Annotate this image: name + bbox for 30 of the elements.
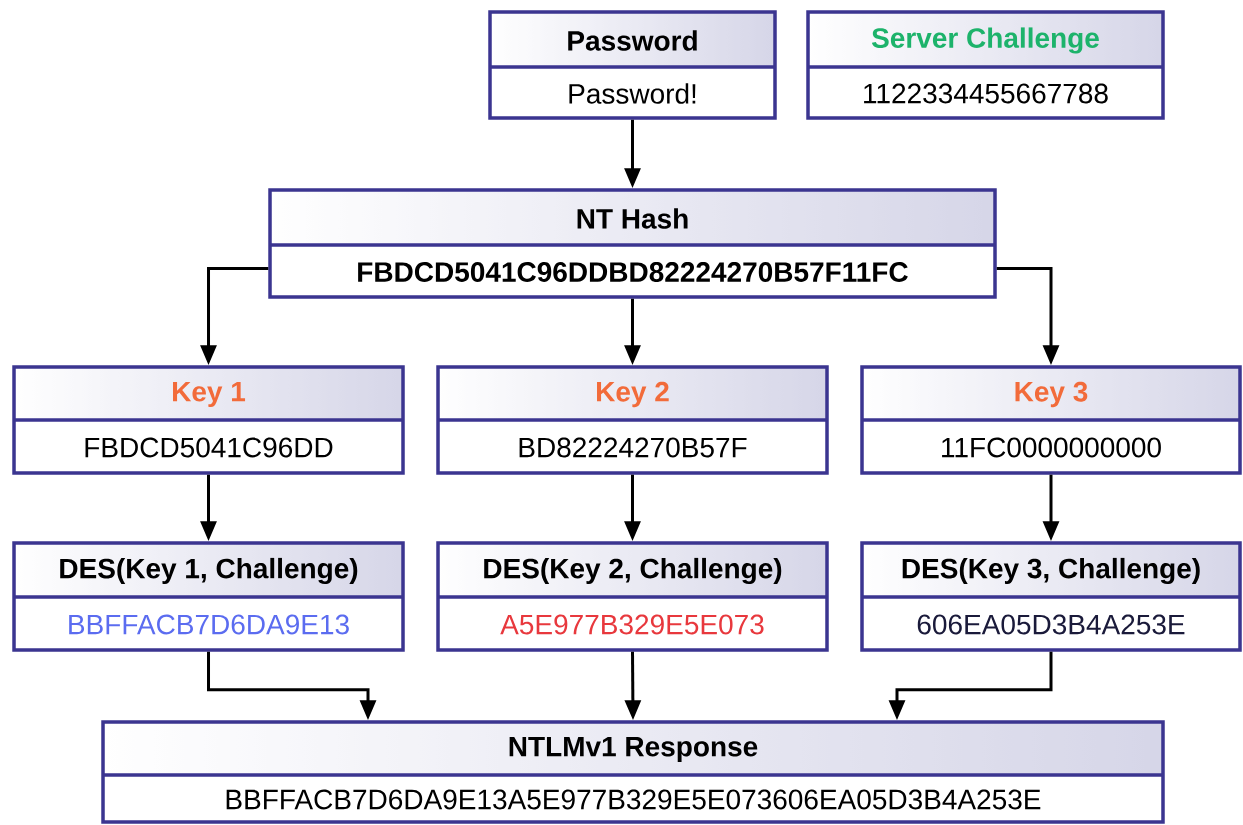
hex-value: 1122334455667788	[864, 83, 1108, 104]
hex-value: FBDCD5041C96DDBD82224270B57F11FC	[358, 262, 908, 282]
box-heading: DES(Key 3, Challenge)	[902, 557, 1200, 585]
box-heading: NTLMv1 Response	[509, 736, 758, 762]
des-box	[436, 541, 829, 652]
response-box	[101, 720, 1165, 824]
hex-value: BD82224270B57F	[519, 437, 747, 458]
key-box	[436, 365, 829, 475]
hex-value: BBFFACB7D6DA9E13	[69, 614, 349, 635]
key-box	[860, 365, 1242, 475]
box-heading: Server Challenge	[871, 27, 1099, 54]
hex-value: FBDCD5041C96DD	[85, 437, 333, 458]
hex-value: A5E977B329E5E073	[500, 614, 764, 635]
hex-value: 606EA05D3B4A253E	[917, 614, 1185, 635]
hex-value: 11FC0000000000	[942, 437, 1161, 458]
box-heading: DES(Key 2, Challenge)	[484, 557, 782, 585]
hex-value: BBFFACB7D6DA9E13A5E977B329E5E073606EA05D3B4A253E	[226, 789, 1041, 810]
hash-box	[268, 188, 997, 299]
key-box	[12, 365, 405, 475]
challenge-box	[806, 10, 1165, 120]
des-box	[12, 541, 405, 652]
des-box	[860, 541, 1242, 652]
box-heading: Key 2	[597, 381, 669, 408]
hex-value: Password!	[569, 83, 696, 104]
box-heading: Key 3	[1015, 381, 1088, 408]
box-heading: DES(Key 1, Challenge)	[60, 557, 358, 585]
password-box	[488, 10, 777, 120]
box-heading: Password	[568, 30, 697, 51]
box-heading: NT Hash	[577, 208, 688, 229]
box-heading: Key 1	[173, 381, 246, 408]
